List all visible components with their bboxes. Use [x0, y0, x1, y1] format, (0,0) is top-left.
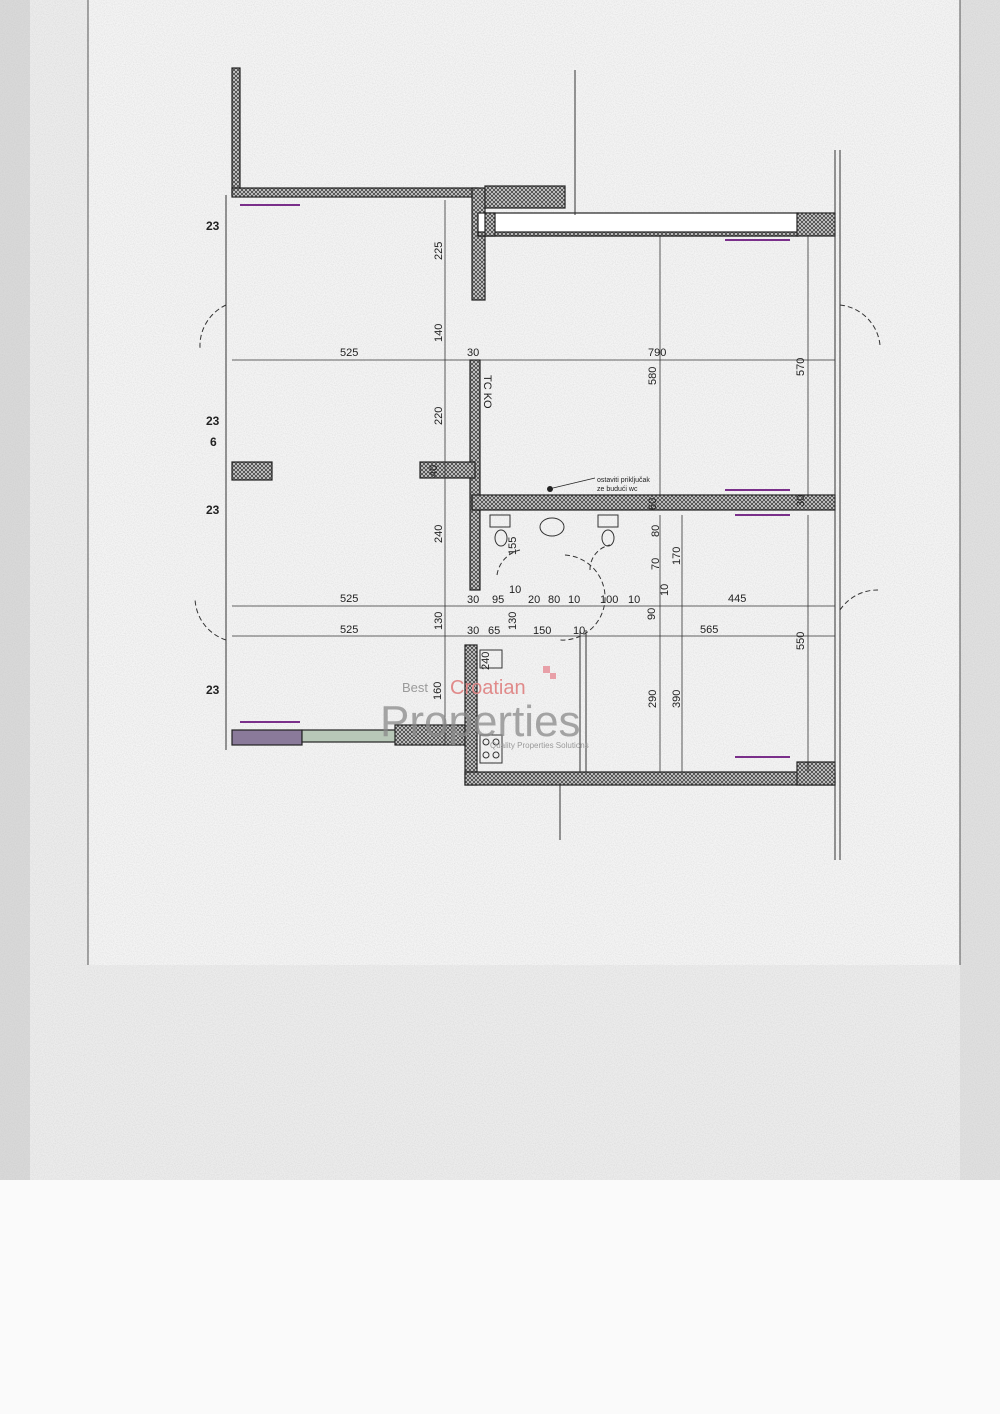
- dim-label: 570: [795, 358, 807, 376]
- dim-label: 65: [488, 625, 500, 637]
- dim-label: 10: [573, 625, 585, 637]
- door-swing: [194, 597, 227, 641]
- dim-label: 160: [432, 682, 444, 700]
- dim-label: 565: [700, 624, 718, 636]
- watermark-properties: Properties: [380, 697, 581, 746]
- door-swing: [839, 589, 879, 611]
- dim-label: 30: [467, 594, 479, 606]
- dim-label: 100: [600, 594, 618, 606]
- door-swing: [496, 549, 521, 576]
- dim-label: 23: [206, 414, 220, 428]
- dim-label: 445: [728, 593, 746, 605]
- dim-label: 30: [467, 347, 479, 359]
- dim-label: 220: [433, 407, 445, 425]
- dim-label: 170: [671, 547, 683, 565]
- dim-label: 155: [507, 537, 519, 555]
- watermark-tagline: Quality Properties Solutions: [490, 741, 589, 750]
- dim-label: 30: [467, 625, 479, 637]
- dimension-labels: 23 23 6 23 23 225 140 220 240 130 160 52…: [206, 219, 807, 708]
- dim-label: 23: [206, 683, 220, 697]
- dim-label: 225: [433, 242, 445, 260]
- dim-label: 23: [206, 503, 220, 517]
- dim-label: 10: [628, 594, 640, 606]
- dim-label: 30: [795, 495, 807, 507]
- dim-label: 90: [646, 608, 658, 620]
- floor-plan: 23 23 6 23 23 225 140 220 240 130 160 52…: [194, 67, 881, 860]
- dim-label: 150: [533, 625, 551, 637]
- dim-label: 10: [509, 584, 521, 596]
- watermark-croatian: Croatian: [450, 677, 526, 699]
- dim-label: 20: [528, 594, 540, 606]
- wc-right: [597, 514, 619, 547]
- note-line-2: ze budući wc: [597, 486, 638, 493]
- note-line-1: ostaviti priključak: [597, 477, 650, 484]
- dim-label: 240: [433, 525, 445, 543]
- washbasin: [539, 517, 565, 537]
- dim-label: 390: [671, 690, 683, 708]
- room-label-tc-ko: TC KO: [481, 375, 493, 409]
- dim-label: 130: [433, 612, 445, 630]
- dim-label: 290: [647, 690, 659, 708]
- dim-label: 80: [650, 525, 662, 537]
- dim-label: 70: [650, 558, 662, 570]
- dim-label: 550: [795, 632, 807, 650]
- door-swing: [589, 544, 611, 571]
- dim-label: 525: [340, 347, 358, 359]
- dim-label: 6: [210, 435, 217, 449]
- dim-label: 10: [659, 584, 671, 596]
- dim-label: 130: [507, 612, 519, 630]
- wc-left: [489, 514, 511, 547]
- door-swing: [559, 554, 606, 641]
- walls: [231, 67, 836, 786]
- dim-label: 60: [647, 498, 659, 510]
- dim-label: 95: [492, 594, 504, 606]
- watermark-logo: Best Croatian Properties Quality Propert…: [380, 666, 589, 750]
- dim-label: 10: [568, 594, 580, 606]
- dim-label: 140: [433, 324, 445, 342]
- dim-label: 40: [428, 465, 440, 477]
- dim-label: 240: [480, 652, 492, 670]
- dim-label: 790: [648, 347, 666, 359]
- dim-label: 580: [647, 367, 659, 385]
- dim-label: 23: [206, 219, 220, 233]
- watermark-best: Best: [402, 680, 428, 695]
- kitchen-stove: [479, 649, 503, 764]
- dim-label: 525: [340, 593, 358, 605]
- dim-label: 80: [548, 594, 560, 606]
- dim-label: 525: [340, 624, 358, 636]
- door-swing: [199, 304, 227, 349]
- connection-point: [547, 486, 553, 492]
